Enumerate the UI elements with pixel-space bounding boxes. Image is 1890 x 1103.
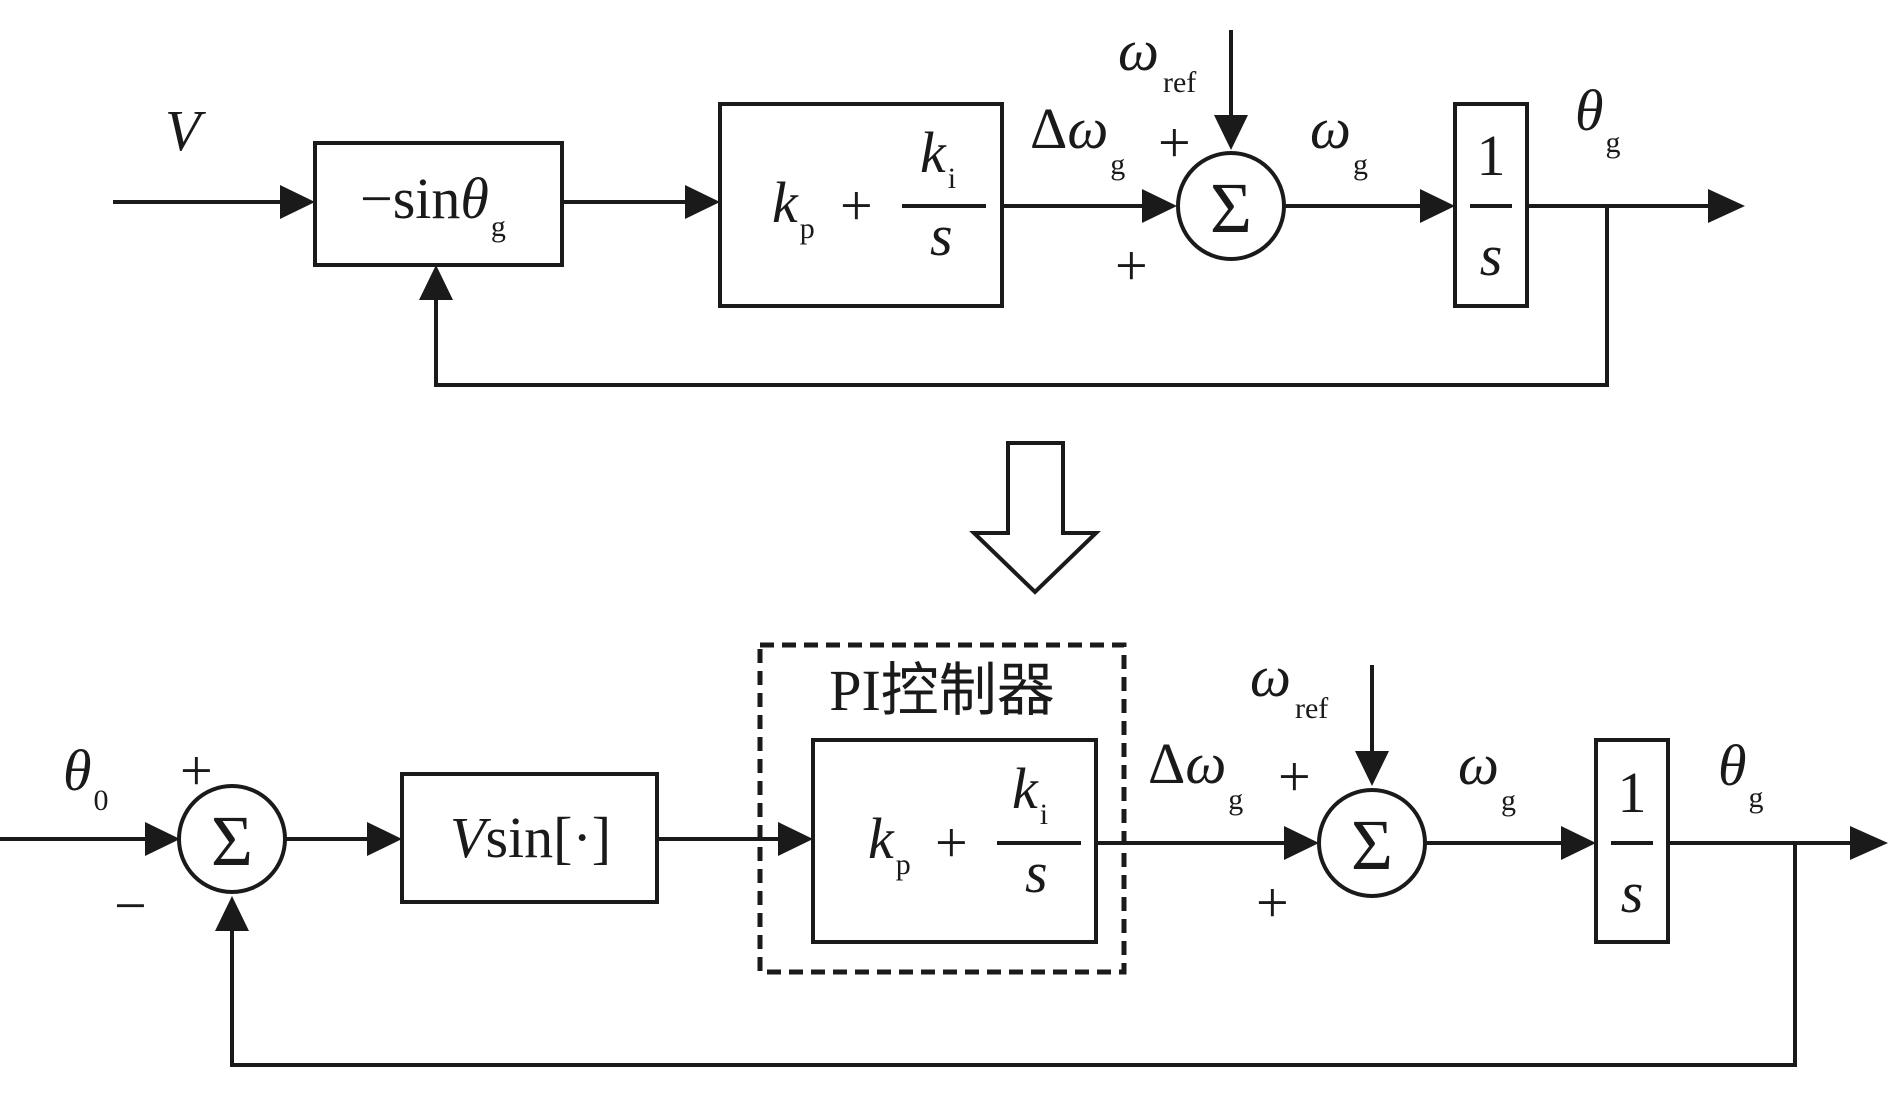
bottom-pi-s: s [1025,840,1048,905]
bottom-pi-kp: kp [868,806,911,881]
arrow-into-vsin [367,822,402,856]
top-omega-g-label: ωg [1310,96,1368,181]
top-integrator-num: 1 [1477,123,1506,188]
pi-controller-frame [757,642,1127,975]
arrow-feedback-into-sum1 [215,896,249,931]
arrow-into-sum1 [145,822,180,856]
bottom-feedback-line [230,843,1797,1067]
top-pi-kp: kp [772,170,815,245]
arrow-into-sum [1142,189,1177,223]
bottom-integrator-num: 1 [1618,760,1647,825]
bottom-nonlinear-block [400,772,659,904]
bottom-input-label: θ0 [63,738,109,817]
bottom-sum2-sign-left: + [1256,870,1289,935]
arrow-into-sin-block [280,185,315,219]
bottom-output-arrow [1850,826,1888,860]
arrow-feedback-into-sin [419,265,453,300]
bottom-sum1-sign-bottom: − [114,873,147,938]
top-integrator-den: s [1480,223,1503,288]
top-sum-sign-left: + [1115,233,1148,298]
arrow-bottom-omega-ref [1355,751,1389,786]
top-sum-sigma: Σ [1210,168,1252,248]
bottom-sum2-sigma: Σ [1351,805,1393,885]
top-nonlinear-label: −sinθg [360,166,506,243]
bottom-output-label: θg [1718,733,1764,814]
top-feedback-line [434,206,1609,387]
pi-controller-label: PI控制器 [829,658,1055,723]
arrow-into-sum2 [1284,826,1319,860]
transform-down-arrow [969,441,1101,595]
arrow-into-bottom-integrator [1561,826,1596,860]
bottom-nonlinear-label: Vsin[·] [450,805,611,870]
top-sum-sign-top: + [1158,110,1191,175]
arrow-into-pi-block [685,185,720,219]
top-output-label: θg [1575,78,1621,159]
arrow-into-bottom-pi [778,822,813,856]
bottom-omega-g-label: ωg [1458,732,1516,817]
bottom-delta-omega-label: Δωg [1148,731,1243,816]
arrow-into-integrator [1420,189,1455,223]
top-input-label: V [165,98,207,163]
bottom-sum1-sigma: Σ [211,801,253,881]
top-output-arrow [1708,189,1745,223]
top-pi-ki: ki [920,120,956,195]
top-pi-s: s [930,203,953,268]
bottom-integrator-den: s [1621,860,1644,925]
top-pi-plus: + [840,173,873,238]
arrow-omega-ref [1214,115,1248,150]
bottom-pi-ki: ki [1012,756,1048,831]
bottom-sum2-sign-top: + [1278,744,1311,809]
bottom-sum1-sign-top: + [180,738,213,803]
top-delta-omega-label: Δωg [1030,96,1125,181]
bottom-pi-plus: + [935,810,968,875]
